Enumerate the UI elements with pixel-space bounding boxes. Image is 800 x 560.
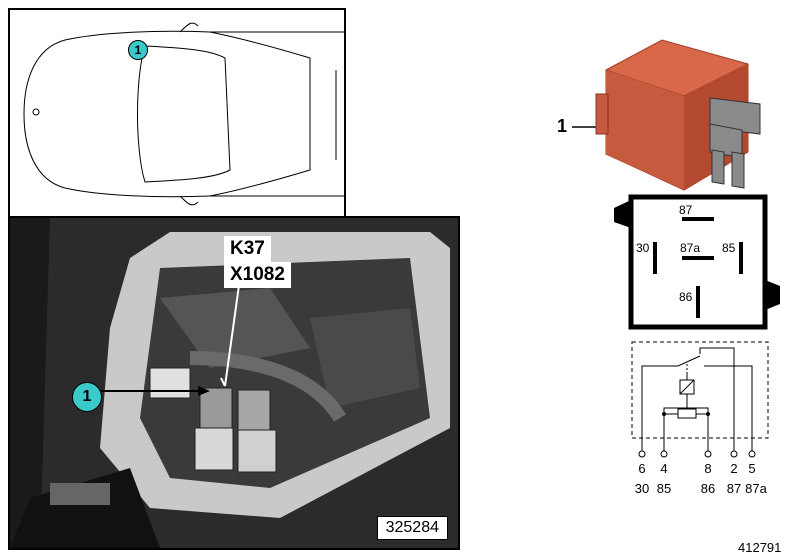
pin-30-bar: [653, 242, 657, 274]
photo-callout-1: 1: [72, 382, 102, 412]
terminal-num-2: 8: [704, 461, 712, 476]
photo-id-label: 325284: [376, 516, 448, 540]
relay-schematic: [631, 341, 769, 458]
connector-label-x1082: X1082: [224, 262, 291, 288]
pin-label-87a: 87a: [680, 241, 701, 255]
pin-label-85: 85: [722, 241, 736, 255]
terminal-name-3: 87: [726, 481, 742, 496]
relay-label-k37: K37: [224, 236, 271, 262]
pin-label-87: 87: [679, 203, 693, 217]
terminal-name-4: 87a: [745, 481, 767, 496]
pin-87-bar: [682, 217, 714, 221]
pin-label-30: 30: [636, 241, 650, 255]
terminal-num-1: 4: [660, 461, 668, 476]
pin-86-bar: [696, 286, 700, 318]
diagram-id-label: 412791: [738, 540, 782, 555]
relay-image: [595, 39, 761, 191]
pin-85-bar: [739, 242, 743, 274]
car-outline-drawing: [23, 22, 344, 206]
terminal-num-3: 2: [730, 461, 738, 476]
pin-label-86: 86: [679, 290, 693, 304]
part-number-label: 1: [557, 116, 568, 136]
terminal-name-2: 86: [700, 481, 716, 496]
terminal-name-0: 30: [634, 481, 650, 496]
car-callout-1: 1: [128, 40, 148, 60]
terminal-name-1: 85: [656, 481, 672, 496]
car-top-view-panel: 1: [8, 8, 346, 218]
terminal-num-4: 5: [748, 461, 756, 476]
pin-87a-bar: [682, 256, 714, 260]
callout-arrow: [100, 386, 210, 396]
terminal-num-0: 6: [638, 461, 646, 476]
relay-pin-layout: [614, 194, 780, 330]
engine-bay-photo-panel: K37 X1082 1 325284: [8, 216, 460, 550]
